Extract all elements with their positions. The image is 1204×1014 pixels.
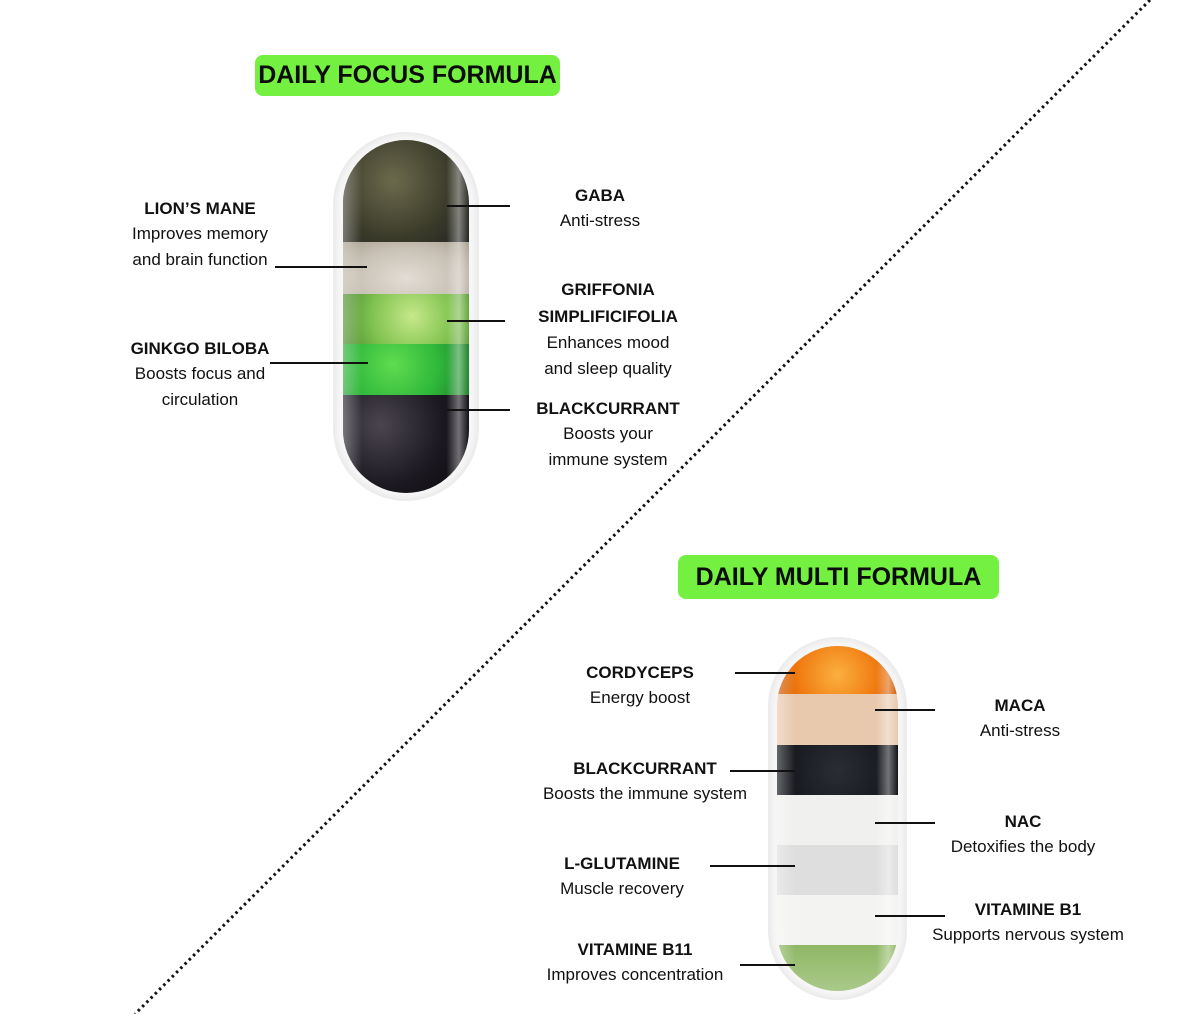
ingredient-desc: Anti-stress [559, 211, 641, 230]
ingredient-label: LION’S MANE Improves memory and brain fu… [100, 197, 300, 273]
ingredient-label: CORDYCEPS Energy boost [540, 661, 740, 711]
gaba-layer [343, 140, 469, 242]
leader-line [875, 822, 935, 824]
ingredient-label: MACA Anti-stress [920, 694, 1120, 744]
ingredient-name: L-GLUTAMINE [564, 854, 680, 873]
ingredient-name: GINKGO BILOBA [130, 339, 270, 358]
griffonia-layer [343, 294, 469, 344]
ginkgo-layer [343, 344, 469, 395]
ingredient-name: CORDYCEPS [586, 663, 694, 682]
ingredient-label: GRIFFONIA SIMPLIFICIFOLIA Enhances mood … [508, 276, 708, 382]
ingredient-desc: Supports nervous system [932, 925, 1124, 944]
leader-line [730, 770, 795, 772]
ingredient-desc: Boosts the immune system [542, 784, 748, 803]
blackcurrant-layer [777, 745, 898, 795]
leader-line [710, 865, 795, 867]
ingredient-name: BLACKCURRANT [536, 399, 680, 418]
ingredient-desc: Detoxifies the body [950, 837, 1096, 856]
multi-capsule [768, 637, 907, 1000]
ingredient-label: L-GLUTAMINE Muscle recovery [522, 852, 722, 902]
ingredient-desc: Enhances mood and sleep quality [544, 333, 672, 378]
ingredient-desc: Improves memory and brain function [131, 224, 269, 269]
l-glutamine-layer [777, 845, 898, 895]
leader-line [270, 362, 368, 364]
leader-line [447, 320, 505, 322]
leader-line [275, 266, 367, 268]
ingredient-name: BLACKCURRANT [573, 759, 717, 778]
maca-layer [777, 694, 898, 745]
ingredient-label: GINKGO BILOBA Boosts focus and circulati… [100, 337, 300, 413]
ingredient-desc: Boosts your immune system [548, 424, 668, 469]
nac-layer [777, 795, 898, 845]
focus-capsule [333, 132, 479, 501]
ingredient-label: GABA Anti-stress [500, 184, 700, 234]
ingredient-name: GRIFFONIA SIMPLIFICIFOLIA [538, 280, 678, 326]
leader-line [875, 709, 935, 711]
leader-line [740, 964, 795, 966]
ingredient-name: NAC [1004, 812, 1042, 831]
focus-formula-title: DAILY FOCUS FORMULA [255, 55, 560, 96]
leader-line [735, 672, 795, 674]
ingredient-label: VITAMINE B1 Supports nervous system [908, 898, 1148, 948]
ingredient-label: BLACKCURRANT Boosts your immune system [508, 397, 708, 473]
ingredient-name: GABA [574, 186, 626, 205]
ingredient-label: BLACKCURRANT Boosts the immune system [520, 757, 770, 807]
leader-line [875, 915, 945, 917]
vitamine-b1-layer [777, 895, 898, 945]
ingredient-name: MACA [994, 696, 1046, 715]
blackcurrant-layer [343, 395, 469, 493]
ingredient-name: VITAMINE B1 [974, 900, 1082, 919]
ingredient-desc: Muscle recovery [560, 879, 684, 898]
ingredient-desc: Improves concentration [546, 965, 724, 984]
ingredient-desc: Anti-stress [979, 721, 1061, 740]
multi-formula-title: DAILY MULTI FORMULA [678, 555, 999, 599]
ingredient-desc: Boosts focus and circulation [134, 364, 266, 409]
lions-mane-layer [343, 242, 469, 294]
leader-line [447, 205, 510, 207]
ingredient-name: LION’S MANE [144, 199, 256, 218]
ingredient-label: VITAMINE B11 Improves concentration [510, 938, 760, 988]
leader-line [447, 409, 510, 411]
ingredient-desc: Energy boost [589, 688, 691, 707]
ingredient-name: VITAMINE B11 [577, 940, 693, 959]
ingredient-label: NAC Detoxifies the body [913, 810, 1133, 860]
